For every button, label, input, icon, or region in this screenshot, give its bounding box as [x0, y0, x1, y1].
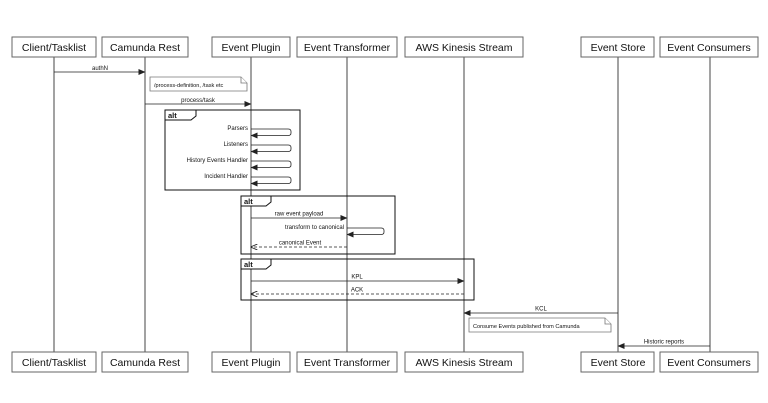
participant-rest-top: Camunda Rest	[101, 36, 189, 58]
svg-text:Event Transformer: Event Transformer	[304, 42, 391, 54]
message-canonical-event: canonical Event	[251, 241, 347, 248]
svg-text:Event Consumers: Event Consumers	[667, 357, 750, 369]
message-raw-event-payload: raw event payload	[251, 212, 348, 221]
message-parsers: Parsers	[227, 126, 292, 139]
participant-transformer-top: Event Transformer	[296, 36, 398, 58]
participant-client-bottom: Client/Tasklist	[11, 351, 97, 373]
svg-text:KCL: KCL	[535, 307, 547, 313]
message-kpl: KPL	[251, 275, 465, 284]
message-history-events-handler: History Events Handler	[187, 158, 292, 171]
svg-text:Parsers: Parsers	[227, 126, 248, 132]
message-authn: authN	[54, 66, 146, 75]
alt-fragment-2: alt	[240, 195, 396, 255]
participant-rest-bottom: Camunda Rest	[101, 351, 189, 373]
svg-text:History Events Handler: History Events Handler	[187, 158, 248, 164]
note-process-definition: /process-definition, /task etc	[149, 76, 248, 92]
svg-text:Event Store: Event Store	[591, 42, 646, 54]
message-listeners: Listeners	[224, 142, 292, 155]
svg-text:Event Plugin: Event Plugin	[222, 357, 281, 369]
participant-store-bottom: Event Store	[580, 351, 655, 373]
svg-text:Client/Tasklist: Client/Tasklist	[22, 42, 86, 54]
svg-text:alt: alt	[244, 260, 253, 269]
svg-text:Event Plugin: Event Plugin	[222, 42, 281, 54]
message-process-task: process/task	[145, 98, 252, 107]
svg-text:Event Consumers: Event Consumers	[667, 42, 750, 54]
participant-client-top: Client/Tasklist	[11, 36, 97, 58]
participant-kinesis-bottom: AWS Kinesis Stream	[404, 351, 524, 373]
note-consume-events: Consume Events published from Camunda	[468, 317, 612, 333]
svg-text:raw event payload: raw event payload	[275, 212, 324, 218]
svg-text:Event Transformer: Event Transformer	[304, 357, 391, 369]
svg-text:alt: alt	[168, 111, 177, 120]
svg-text:Client/Tasklist: Client/Tasklist	[22, 357, 86, 369]
svg-text:Listeners: Listeners	[224, 142, 248, 148]
svg-text:Camunda Rest: Camunda Rest	[110, 42, 180, 54]
svg-text:Event Store: Event Store	[591, 357, 646, 369]
svg-text:ACK: ACK	[351, 288, 363, 294]
alt-fragment-1: alt	[164, 109, 301, 191]
participant-consumers-top: Event Consumers	[659, 36, 759, 58]
svg-text:Incident Handler: Incident Handler	[204, 174, 248, 180]
svg-text:KPL: KPL	[351, 275, 363, 281]
svg-text:/process-definition, /task etc: /process-definition, /task etc	[154, 83, 224, 89]
participants-bottom: Client/Tasklist Camunda Rest Event Plugi…	[11, 351, 759, 373]
svg-text:transform to canonical: transform to canonical	[285, 225, 344, 231]
participant-plugin-top: Event Plugin	[211, 36, 291, 58]
participant-store-top: Event Store	[580, 36, 655, 58]
participant-kinesis-top: AWS Kinesis Stream	[404, 36, 524, 58]
participant-transformer-bottom: Event Transformer	[296, 351, 398, 373]
lifelines	[53, 57, 711, 352]
participants-top: Client/Tasklist Camunda Rest Event Plugi…	[11, 36, 759, 58]
svg-text:canonical Event: canonical Event	[279, 241, 322, 247]
message-transform-to-canonical: transform to canonical	[285, 225, 385, 238]
message-kcl: KCL	[463, 307, 618, 316]
svg-text:AWS Kinesis Stream: AWS Kinesis Stream	[415, 357, 512, 369]
svg-text:authN: authN	[92, 66, 108, 72]
svg-text:alt: alt	[244, 197, 253, 206]
svg-text:Camunda Rest: Camunda Rest	[110, 357, 180, 369]
svg-text:Historic reports: Historic reports	[644, 340, 684, 346]
participant-consumers-bottom: Event Consumers	[659, 351, 759, 373]
participant-plugin-bottom: Event Plugin	[211, 351, 291, 373]
message-ack: ACK	[251, 288, 464, 295]
svg-text:Consume Events published from: Consume Events published from Camunda	[473, 324, 581, 330]
svg-text:process/task: process/task	[181, 98, 216, 104]
message-historic-reports: Historic reports	[617, 340, 710, 349]
message-incident-handler: Incident Handler	[204, 174, 292, 187]
svg-text:AWS Kinesis Stream: AWS Kinesis Stream	[415, 42, 512, 54]
alt-fragment-3: alt	[240, 258, 475, 301]
